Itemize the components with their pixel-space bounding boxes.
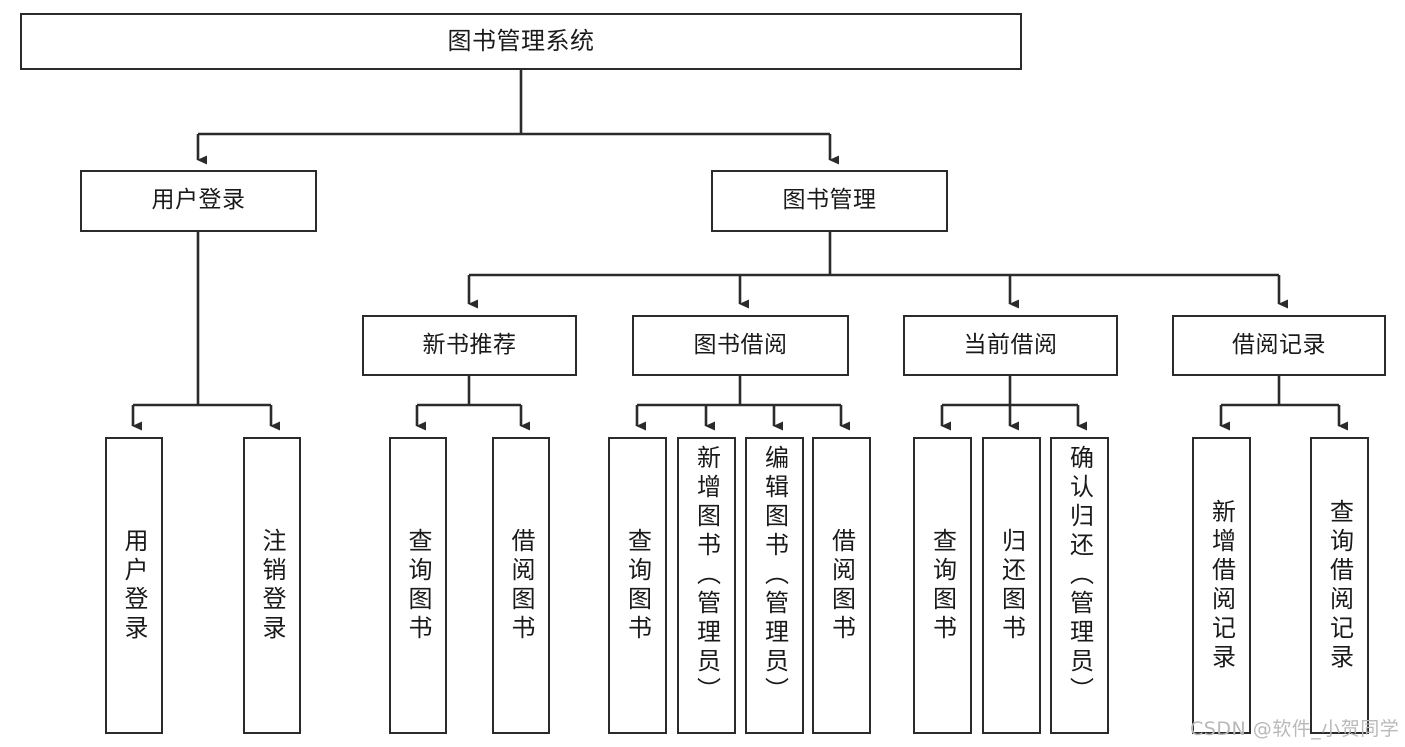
leaf-book-borrow-add-book-admin[interactable]: 新增图书（管理员） [677, 437, 736, 734]
leaf-book-borrow-edit-book-admin[interactable]: 编辑图书（管理员） [745, 437, 804, 734]
leaf-current-borrow-return-book[interactable]: 归还图书 [982, 437, 1041, 734]
leaf-book-borrow-borrow-book[interactable]: 借阅图书 [812, 437, 871, 734]
node-label: 查询图书 [404, 527, 432, 644]
leaf-borrow-record-query-record[interactable]: 查询借阅记录 [1310, 437, 1369, 734]
node-label: 确认归还（管理员） [1065, 445, 1094, 706]
leaf-user-login-login[interactable]: 用户登录 [105, 437, 163, 734]
node-label: 新增借阅记录 [1207, 498, 1236, 673]
leaf-current-borrow-confirm-return-admin[interactable]: 确认归还（管理员） [1050, 437, 1109, 734]
node-label: 用户登录 [120, 527, 148, 644]
node-label: 借阅图书 [827, 527, 856, 644]
node-label: 新增图书（管理员） [692, 445, 721, 706]
node-new-book-recommend[interactable]: 新书推荐 [362, 315, 577, 376]
node-current-borrow[interactable]: 当前借阅 [903, 315, 1118, 376]
node-label: 借阅图书 [507, 527, 535, 644]
node-label: 图书借阅 [693, 331, 788, 358]
node-label: 用户登录 [151, 187, 246, 214]
leaf-book-borrow-query-book[interactable]: 查询图书 [608, 437, 667, 734]
node-label: 当前借阅 [963, 331, 1058, 358]
node-book-borrow[interactable]: 图书借阅 [632, 315, 849, 376]
node-label: 查询图书 [623, 527, 652, 644]
node-label: 新书推荐 [422, 331, 517, 358]
leaf-new-book-borrow-book[interactable]: 借阅图书 [492, 437, 550, 734]
node-root-book-management-system[interactable]: 图书管理系统 [20, 13, 1022, 70]
node-label: 查询图书 [928, 527, 957, 644]
csdn-watermark: CSDN @软件_小贺同学 [1190, 718, 1400, 740]
node-label: 图书管理系统 [447, 27, 595, 56]
node-label: 查询借阅记录 [1325, 498, 1354, 673]
node-user-login[interactable]: 用户登录 [80, 170, 317, 232]
leaf-new-book-query-book[interactable]: 查询图书 [389, 437, 447, 734]
node-label: 注销登录 [258, 527, 286, 644]
node-book-management[interactable]: 图书管理 [711, 170, 948, 232]
node-label: 编辑图书（管理员） [760, 445, 789, 706]
node-label: 借阅记录 [1232, 331, 1326, 358]
node-label: 归还图书 [997, 527, 1026, 644]
node-borrow-record[interactable]: 借阅记录 [1172, 315, 1386, 376]
leaf-user-login-logout[interactable]: 注销登录 [243, 437, 301, 734]
leaf-current-borrow-query-book[interactable]: 查询图书 [913, 437, 972, 734]
leaf-borrow-record-add-record[interactable]: 新增借阅记录 [1192, 437, 1251, 734]
node-label: 图书管理 [782, 187, 877, 214]
